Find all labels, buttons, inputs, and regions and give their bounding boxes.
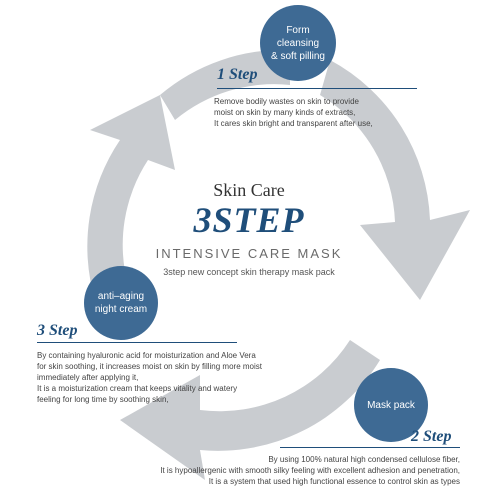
step-2-description: By using 100% natural high condensed cel… bbox=[140, 454, 460, 487]
arrow-segment-3 bbox=[87, 95, 175, 300]
step-2-line: By using 100% natural high condensed cel… bbox=[268, 455, 460, 464]
arrow-segment-2 bbox=[120, 340, 380, 480]
step-3-badge: anti–aging night cream bbox=[84, 266, 158, 340]
center-heading: Skin Care 3STEP INTENSIVE CARE MASK 3ste… bbox=[118, 180, 380, 277]
step-3-title: 3 Step bbox=[37, 322, 78, 339]
step-3-description: By containing hyaluronic acid for moistu… bbox=[37, 350, 317, 405]
step-3-line: By containing hyaluronic acid for moistu… bbox=[37, 351, 256, 360]
step-3-divider bbox=[37, 342, 237, 343]
step-3-badge-label: anti–aging night cream bbox=[94, 291, 148, 315]
step-1-title: 1 Step bbox=[217, 66, 258, 83]
step-1-badge: Form cleansing & soft pilling bbox=[260, 5, 336, 81]
step-2-badge-label: Mask pack bbox=[367, 399, 415, 411]
step-3-line: It is a moisturization cream that keeps … bbox=[37, 384, 238, 393]
step-2-divider bbox=[280, 447, 460, 448]
step-1-badge-label: Form cleansing & soft pilling bbox=[271, 24, 325, 62]
arrow-segment-4 bbox=[160, 49, 290, 121]
step-1-line: moist on skin by many kinds of extracts, bbox=[214, 108, 356, 117]
center-skin-care: Skin Care bbox=[213, 180, 285, 200]
step-2-line: It is hypoallergenic with smooth silky f… bbox=[160, 466, 460, 475]
center-tagline: 3step new concept skin therapy mask pack bbox=[163, 267, 335, 277]
step-2-title: 2 Step bbox=[411, 428, 452, 445]
step-1-line: Remove bodily wastes on skin to provide bbox=[214, 97, 359, 106]
center-3step: 3STEP bbox=[193, 200, 305, 240]
step-2-line: It is a system that used high functional… bbox=[208, 477, 460, 486]
arrow-segment-1 bbox=[320, 60, 470, 300]
step-1-divider bbox=[217, 88, 417, 89]
step-1-line: It cares skin bright and transparent aft… bbox=[214, 119, 373, 128]
step-1-description: Remove bodily wastes on skin to provide … bbox=[214, 96, 414, 129]
step-2-badge: Mask pack bbox=[354, 368, 428, 442]
center-intensive-care-mask: INTENSIVE CARE MASK bbox=[155, 246, 343, 261]
step-3-line: immediately after applying it, bbox=[37, 373, 139, 382]
step-3-line: for skin soothing, it increases moist on… bbox=[37, 362, 262, 371]
step-3-line: feeling for long time by soothing skin, bbox=[37, 395, 169, 404]
